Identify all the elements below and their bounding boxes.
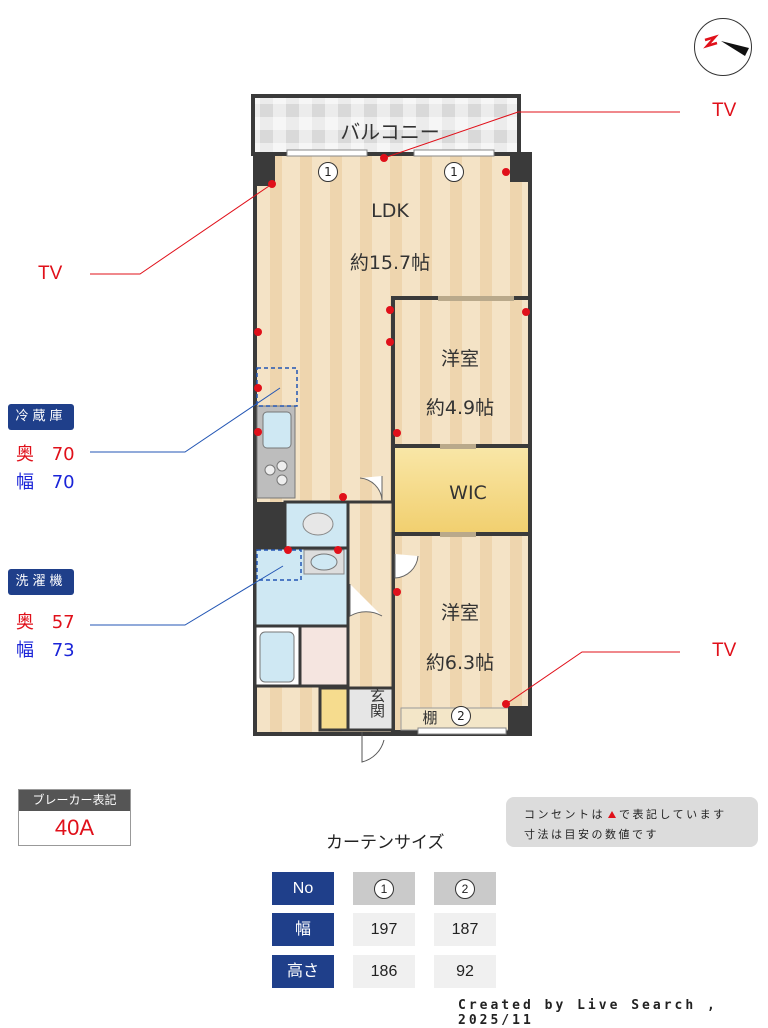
curtain-height-2: 92 <box>434 955 496 988</box>
compass <box>694 18 752 76</box>
floor-plan <box>90 94 680 763</box>
window-marker-2: 2 <box>451 706 471 726</box>
curtain-no-1: 1 <box>353 872 415 905</box>
balcony <box>251 94 521 156</box>
curtain-header-width: 幅 <box>272 913 334 946</box>
western1-name: 洋室 <box>440 348 479 370</box>
curtain-width-2: 187 <box>434 913 496 946</box>
shelf-label: 棚 <box>422 709 438 727</box>
washer-width-label: 幅 <box>16 640 34 661</box>
curtain-height-1: 186 <box>353 955 415 988</box>
note-line1-post: で表記しています <box>619 808 727 821</box>
tv-label-western2: TV <box>712 640 737 661</box>
tv-label-balcony: TV <box>712 100 737 121</box>
tv-label-ldk: TV <box>38 263 63 284</box>
breaker-value: 40A <box>19 811 130 845</box>
fridge-depth-value: 70 <box>51 444 75 465</box>
curtain-header-no: No <box>272 872 334 905</box>
window-marker-1a: 1 <box>318 162 338 182</box>
western2-name: 洋室 <box>440 602 479 624</box>
curtain-no-2: 2 <box>434 872 496 905</box>
fridge-legend-title: 冷蔵庫 <box>8 404 74 430</box>
breaker-box: ブレーカー表記 40A <box>18 789 131 846</box>
note-line2: 寸法は目安の数値です <box>524 828 659 841</box>
fridge-depth-label: 奥 <box>16 444 34 465</box>
note-line1-pre: コンセントは <box>524 808 605 821</box>
outlet-note: コンセントは で表記しています 寸法は目安の数値です <box>506 797 758 847</box>
breaker-label: ブレーカー表記 <box>19 790 130 811</box>
ldk-size: 約15.7帖 <box>349 252 431 274</box>
balcony-label: バルコニー <box>340 120 440 144</box>
curtain-header-height: 高さ <box>272 955 334 988</box>
curtain-width-1: 197 <box>353 913 415 946</box>
wic-name: WIC <box>449 482 487 504</box>
washer-width-row: 幅 73 <box>16 636 75 662</box>
western2-size: 約6.3帖 <box>425 652 495 674</box>
washer-depth-value: 57 <box>51 612 75 633</box>
washer-depth-row: 奥 57 <box>16 608 75 634</box>
outlet-marker-icon <box>608 811 616 818</box>
washer-depth-label: 奥 <box>16 612 34 633</box>
compass-arrow-icon <box>703 34 749 56</box>
ldk-name: LDK <box>371 200 409 222</box>
entrance-label: 玄関 <box>368 688 386 718</box>
fridge-width-value: 70 <box>51 472 75 493</box>
washer-legend-title: 洗濯機 <box>8 569 74 595</box>
window-marker-1b: 1 <box>444 162 464 182</box>
fridge-depth-row: 奥 70 <box>16 440 75 466</box>
western1-size: 約4.9帖 <box>425 397 495 419</box>
washer-width-value: 73 <box>51 640 75 661</box>
fridge-width-label: 幅 <box>16 472 34 493</box>
fridge-width-row: 幅 70 <box>16 468 75 494</box>
curtain-title: カーテンサイズ <box>326 833 445 853</box>
